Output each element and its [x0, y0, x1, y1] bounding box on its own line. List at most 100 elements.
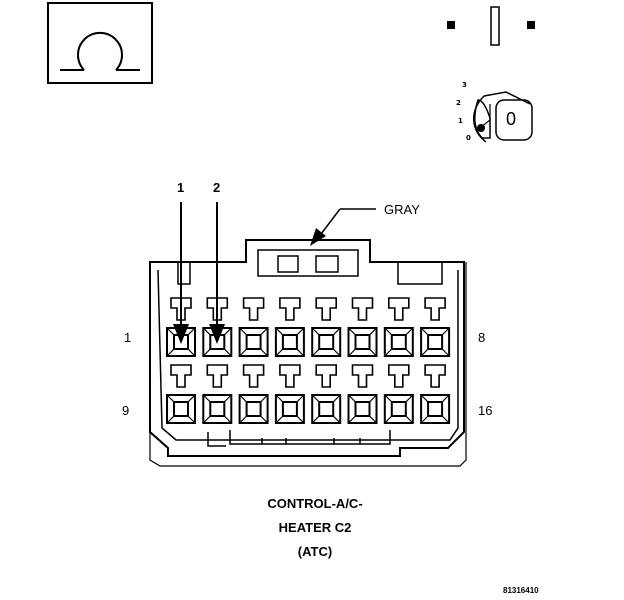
cavity-12: [274, 394, 305, 424]
ignition-pos-2: 2: [456, 99, 461, 107]
cavity-4: [274, 327, 305, 357]
cavity-bevel: [223, 327, 232, 336]
connector-title-line-3: (ATC): [297, 544, 333, 559]
cavity-bevel: [239, 348, 248, 357]
ignition-pos-0: 0: [466, 134, 471, 142]
cavity-13: [311, 394, 342, 424]
cavity-bevel: [348, 415, 356, 424]
cavity-bevel: [420, 415, 429, 424]
cavity-terminal-11: [245, 401, 262, 417]
latch-tab-6: [351, 297, 374, 321]
cavity-terminal-10: [209, 401, 226, 417]
latch-tab-13: [315, 364, 337, 388]
cavity-bevel: [405, 394, 414, 403]
probe-arrows: [173, 202, 225, 344]
cavity-bevel: [311, 327, 320, 336]
cavity-bevel: [296, 348, 305, 357]
connector-title-line-2: HEATER C2: [278, 520, 352, 535]
latch-tab-3: [242, 297, 265, 321]
figure-id: 81316410: [503, 586, 539, 595]
cavity-terminal-8: [427, 334, 444, 350]
cavity-terminal-6: [354, 334, 371, 350]
cavity-bevel: [275, 415, 284, 424]
cavity-bevel: [420, 348, 429, 357]
cavity-bevel: [223, 348, 232, 357]
ignition-pos-3: 3: [462, 81, 467, 89]
cavity-terminal-9: [173, 401, 189, 417]
cavity-bevel: [239, 415, 248, 424]
cavity-terminal-5: [318, 334, 335, 350]
cavity-bevel: [348, 394, 356, 403]
cavity-bevel: [369, 327, 377, 336]
cavity-bevel: [187, 394, 196, 403]
cavity-bevel: [166, 415, 175, 424]
cavity-bevel: [441, 394, 450, 403]
cavity-bevel: [332, 348, 341, 357]
cavity-bevel: [384, 394, 393, 403]
cavity-bevel: [260, 394, 269, 403]
latch-tab-9: [170, 364, 192, 388]
cavity-6: [347, 327, 378, 357]
ignition-key-icon: [473, 91, 533, 143]
cavity-bevel: [239, 327, 248, 336]
cavity-grid: [166, 297, 451, 424]
cavity-bevel: [275, 327, 284, 336]
cavity-terminal-14: [354, 401, 371, 417]
ignition-pos-1: 1: [458, 117, 463, 125]
latch-tab-12: [279, 364, 301, 388]
cavity-bevel: [202, 348, 211, 357]
color-callout-leader: [310, 208, 376, 246]
pin-label-1: 1: [124, 330, 132, 345]
cavity-bevel: [405, 327, 414, 336]
cavity-bevel: [420, 394, 429, 403]
cavity-bevel: [441, 415, 450, 424]
cavity-bevel: [166, 394, 175, 403]
cavity-terminal-12: [281, 401, 298, 417]
key-position-label: 0: [506, 109, 517, 129]
cavity-5: [311, 327, 342, 357]
cavity-bevel: [384, 327, 393, 336]
cavity-bevel: [369, 415, 377, 424]
cavity-terminal-13: [318, 401, 335, 417]
latch-tab-4: [279, 297, 301, 321]
cavity-terminal-4: [281, 334, 298, 350]
cavity-bevel: [202, 394, 211, 403]
cavity-bevel: [405, 415, 414, 424]
latch-tab-14: [351, 364, 374, 388]
latch-tab-15: [388, 364, 410, 388]
wire-callout-2: 2: [213, 180, 221, 195]
cavity-bevel: [384, 415, 393, 424]
cavity-bevel: [348, 327, 356, 336]
cavity-bevel: [384, 348, 393, 357]
cavity-bevel: [260, 327, 269, 336]
cavity-bevel: [202, 415, 211, 424]
cavity-bevel: [202, 327, 211, 336]
cavity-bevel: [311, 348, 320, 357]
cavity-bevel: [187, 327, 196, 336]
cavity-bevel: [296, 394, 305, 403]
cavity-bevel: [275, 394, 284, 403]
cavity-bevel: [369, 394, 377, 403]
connector-title-line-1: CONTROL-A/C-: [267, 496, 363, 511]
cavity-15: [383, 394, 414, 424]
cavity-bevel: [332, 327, 341, 336]
wire-callout-1: 1: [177, 180, 185, 195]
cavity-terminal-16: [427, 401, 444, 417]
cavity-bevel: [275, 348, 284, 357]
view-marks-icon: [447, 6, 535, 46]
connector-housing: [149, 239, 467, 467]
latch-tab-2: [206, 297, 229, 321]
pin-label-9: 9: [122, 403, 130, 418]
latch-tab-16: [424, 364, 446, 388]
cavity-bevel: [332, 394, 341, 403]
latch-tab-1: [170, 297, 192, 321]
latch-tab-7: [388, 297, 410, 321]
connector-color-label: GRAY: [384, 202, 420, 217]
cavity-7: [383, 327, 414, 357]
latch-tab-11: [242, 364, 265, 388]
cavity-bevel: [223, 415, 232, 424]
cavity-bevel: [296, 415, 305, 424]
omega-ground-icon: [47, 2, 153, 84]
cavity-bevel: [348, 348, 356, 357]
